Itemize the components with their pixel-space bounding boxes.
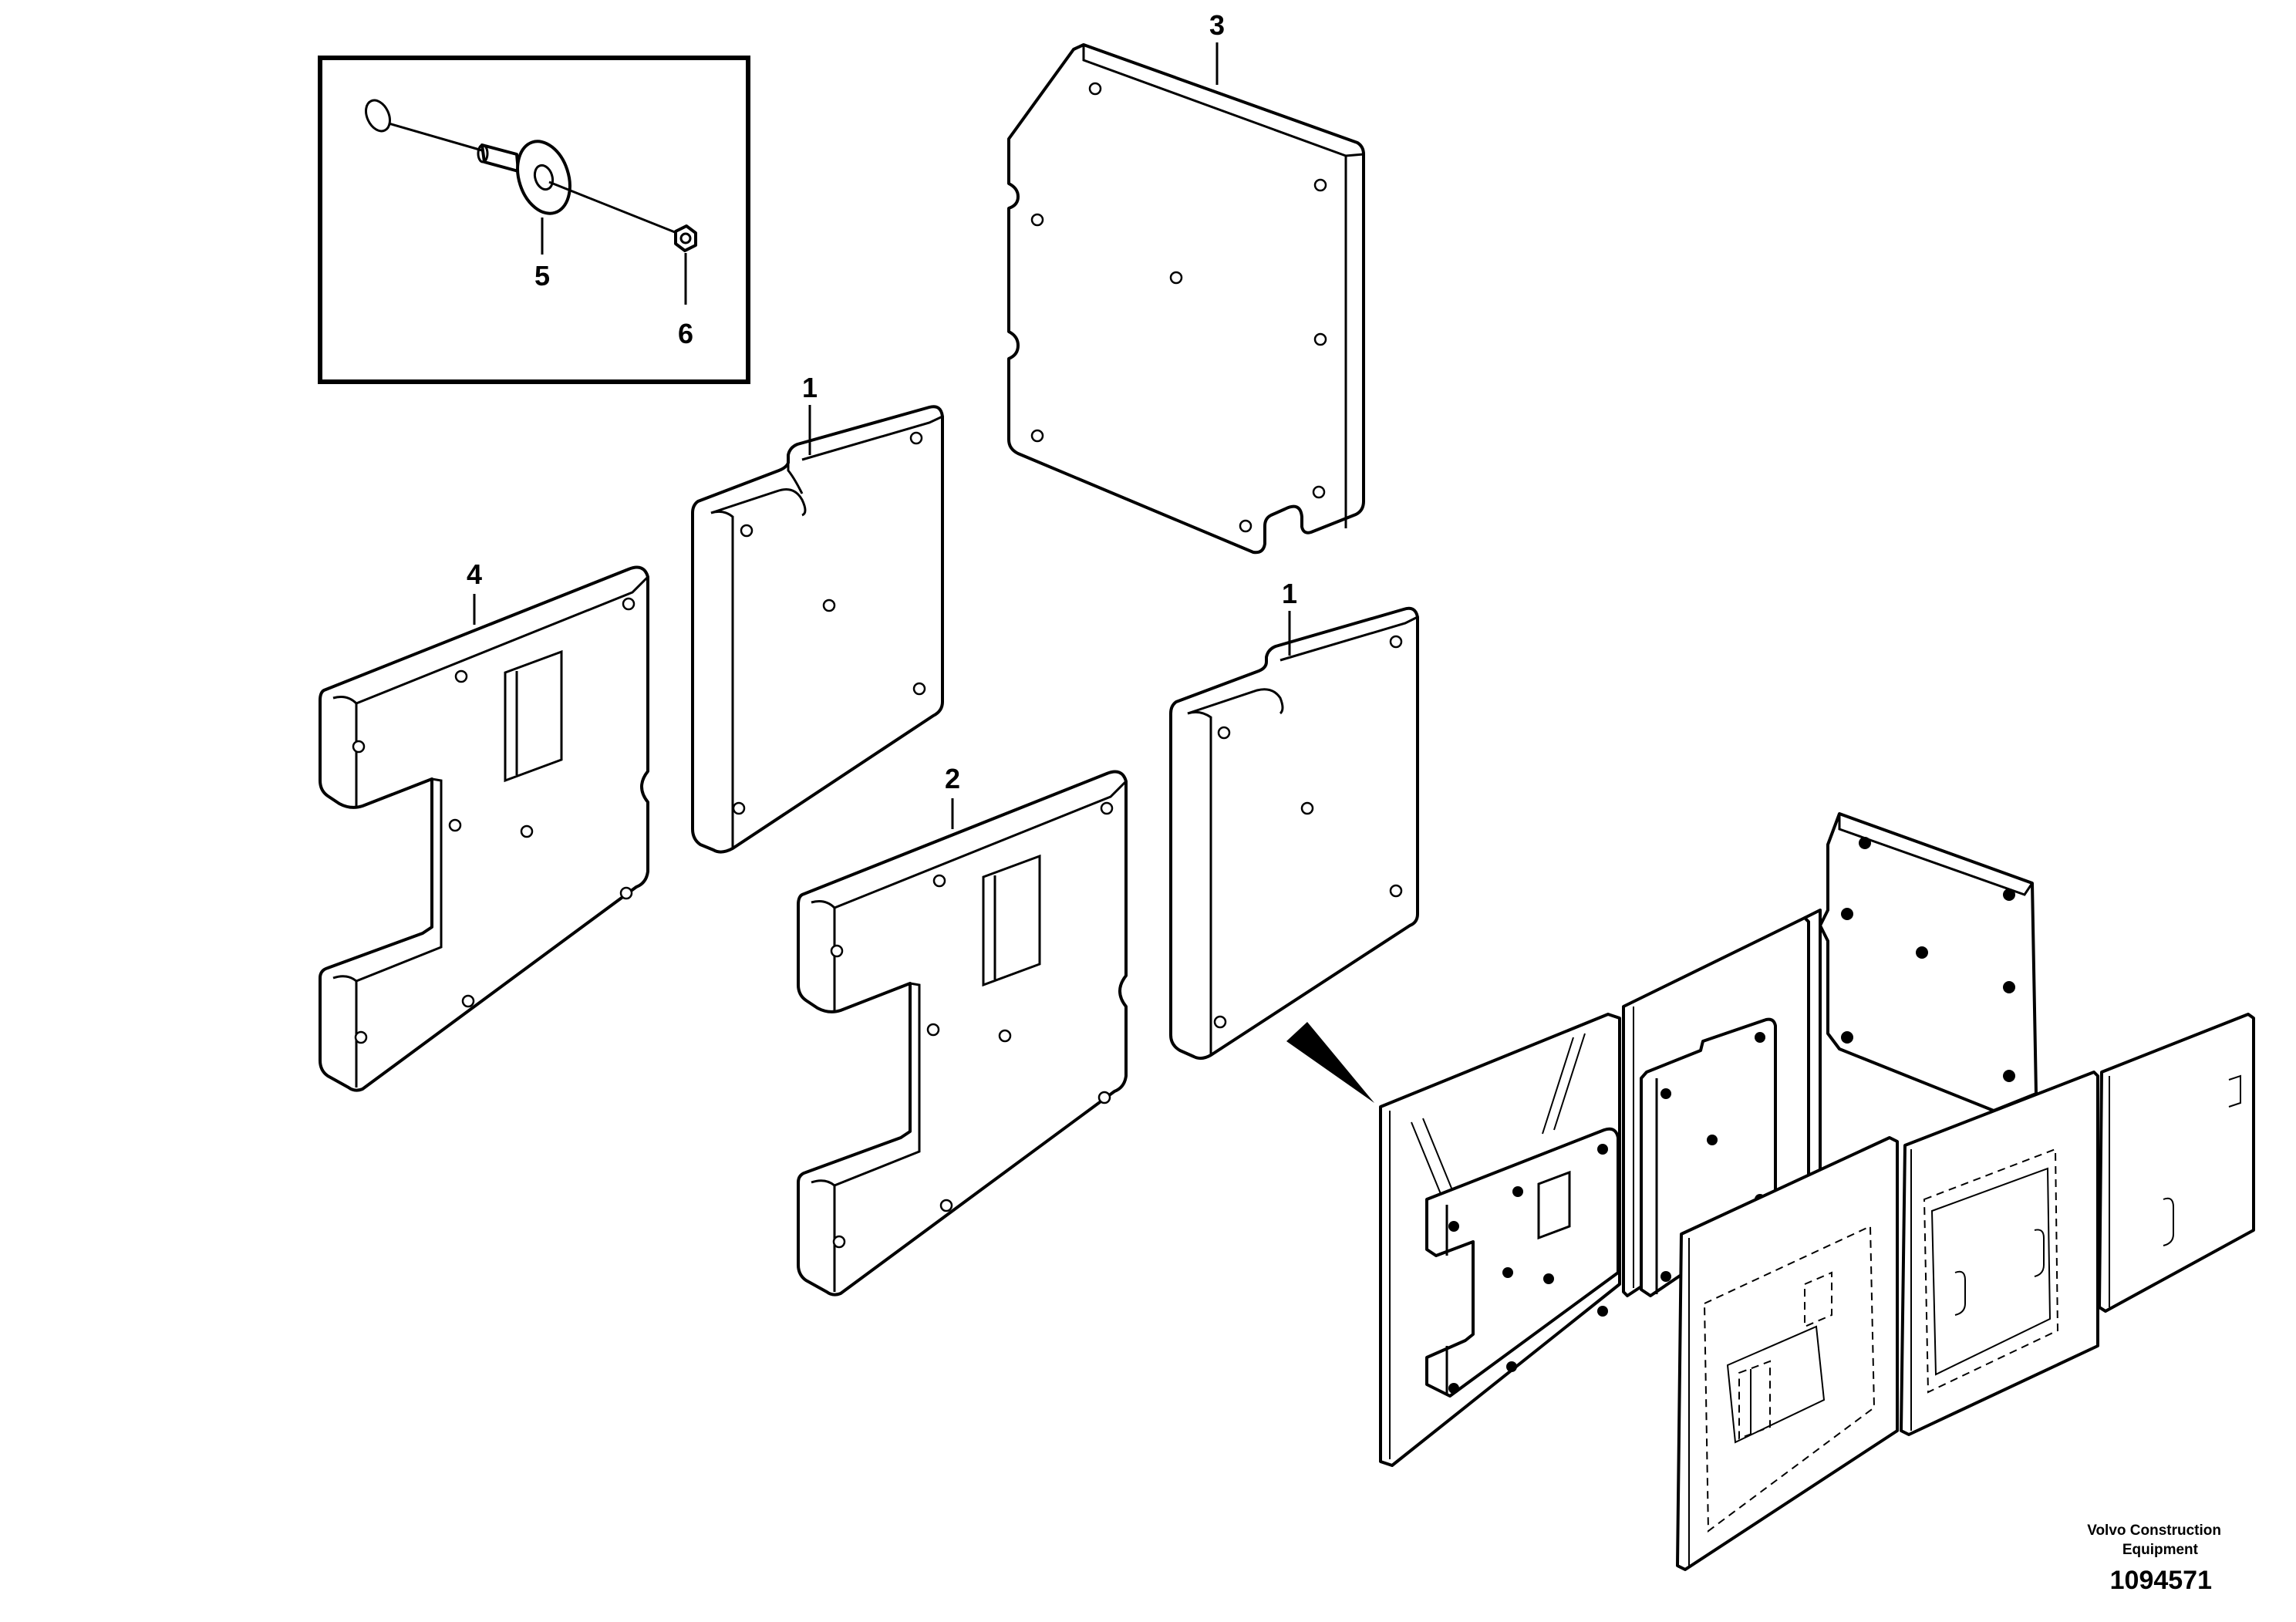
counterweight-plate-part-3: 3 — [1007, 9, 1365, 555]
axis-line — [388, 122, 483, 152]
brand-line-2: Equipment — [2122, 1542, 2199, 1558]
installed-plate-3 — [1819, 812, 2038, 1112]
document-number: 1094571 — [2110, 1566, 2212, 1595]
counterweight-plate-part-4: 4 — [319, 558, 649, 1092]
counterweight-plate-part-2: 2 — [797, 763, 1128, 1297]
assembly-view — [1379, 812, 2255, 1571]
callout-1b: 1 — [1282, 578, 1297, 609]
counterweight-plate-part-1-lower: 1 — [1169, 578, 1419, 1061]
detail-inset: 5 6 — [318, 56, 750, 384]
location-pointer-arrow — [1286, 1022, 1374, 1103]
door-panel-2 — [1900, 1071, 2099, 1436]
callout-4: 4 — [467, 558, 482, 590]
callout-1a: 1 — [802, 372, 818, 403]
callout-3: 3 — [1209, 9, 1225, 41]
counterweight-plate-part-1-upper: 1 — [691, 372, 944, 854]
nut-part-6 — [674, 224, 697, 252]
callout-5: 5 — [534, 260, 550, 292]
axis-line-2 — [548, 180, 683, 237]
retaining-ring — [365, 99, 391, 133]
inset-frame — [318, 56, 750, 384]
brand-line-1: Volvo Construction — [2087, 1523, 2221, 1539]
door-panel-3 — [2098, 1013, 2255, 1313]
callout-6: 6 — [678, 318, 693, 349]
pin-part-5 — [477, 140, 571, 215]
front-door-panel — [1676, 1136, 1899, 1571]
callout-2: 2 — [945, 763, 960, 794]
